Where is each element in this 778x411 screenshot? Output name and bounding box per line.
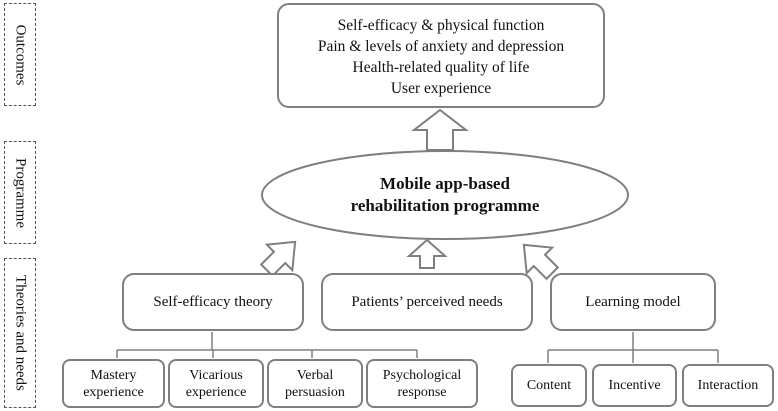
learning-element-label: Interaction: [697, 378, 759, 393]
source-line: Psychological: [382, 367, 462, 383]
outcomes-box: Self-efficacy & physical function Pain &…: [277, 3, 605, 108]
learning-element-label: Incentive: [608, 378, 661, 393]
outcome-line: Pain & levels of anxiety and depression: [317, 37, 565, 55]
learning-model-label: Learning model: [585, 293, 681, 310]
source-vicarious-experience: Vicarious experience: [168, 359, 264, 408]
source-line: Vicarious: [189, 367, 243, 383]
learning-element-content: Content: [511, 364, 587, 407]
patients-needs-label: Patients’ perceived needs: [351, 293, 503, 310]
source-mastery-experience: Mastery experience: [62, 359, 165, 408]
learning-model-box: Learning model: [550, 273, 716, 331]
connector-learning-bracket: [547, 332, 719, 363]
side-label-outcomes: Outcomes: [4, 3, 36, 106]
side-label-theories-text: Theories and needs: [12, 275, 29, 391]
programme-title-line1: Mobile app-based: [380, 174, 510, 193]
side-label-programme: Programme: [4, 141, 36, 244]
learning-element-incentive: Incentive: [592, 364, 677, 407]
source-line: experience: [83, 384, 144, 400]
source-psychological-response: Psychological response: [366, 359, 478, 408]
programme-title-line2: rehabilitation programme: [350, 196, 540, 215]
outcome-line: Self-efficacy & physical function: [337, 16, 545, 34]
self-efficacy-theory-box: Self-efficacy theory: [122, 273, 304, 331]
learning-element-interaction: Interaction: [682, 364, 774, 407]
arrow-programme-to-outcomes: [411, 108, 469, 151]
connector-self-efficacy-bracket: [116, 332, 418, 358]
source-line: response: [397, 384, 447, 400]
source-line: Mastery: [90, 367, 137, 383]
source-line: persuasion: [285, 384, 345, 400]
outcome-line: Health-related quality of life: [352, 58, 530, 76]
arrow-needs-to-programme: [406, 238, 448, 269]
patients-needs-box: Patients’ perceived needs: [321, 273, 533, 331]
side-label-programme-text: Programme: [12, 157, 29, 228]
source-line: Verbal: [296, 367, 334, 383]
side-label-outcomes-text: Outcomes: [12, 24, 29, 85]
source-verbal-persuasion: Verbal persuasion: [267, 359, 363, 408]
outcome-line: User experience: [390, 79, 492, 97]
self-efficacy-theory-label: Self-efficacy theory: [153, 293, 273, 310]
source-line: experience: [185, 384, 247, 400]
learning-element-label: Content: [526, 378, 572, 393]
programme-title: Mobile app-based rehabilitation programm…: [262, 152, 628, 238]
side-label-theories: Theories and needs: [4, 258, 36, 408]
arrow-learning-to-programme: [522, 243, 560, 281]
